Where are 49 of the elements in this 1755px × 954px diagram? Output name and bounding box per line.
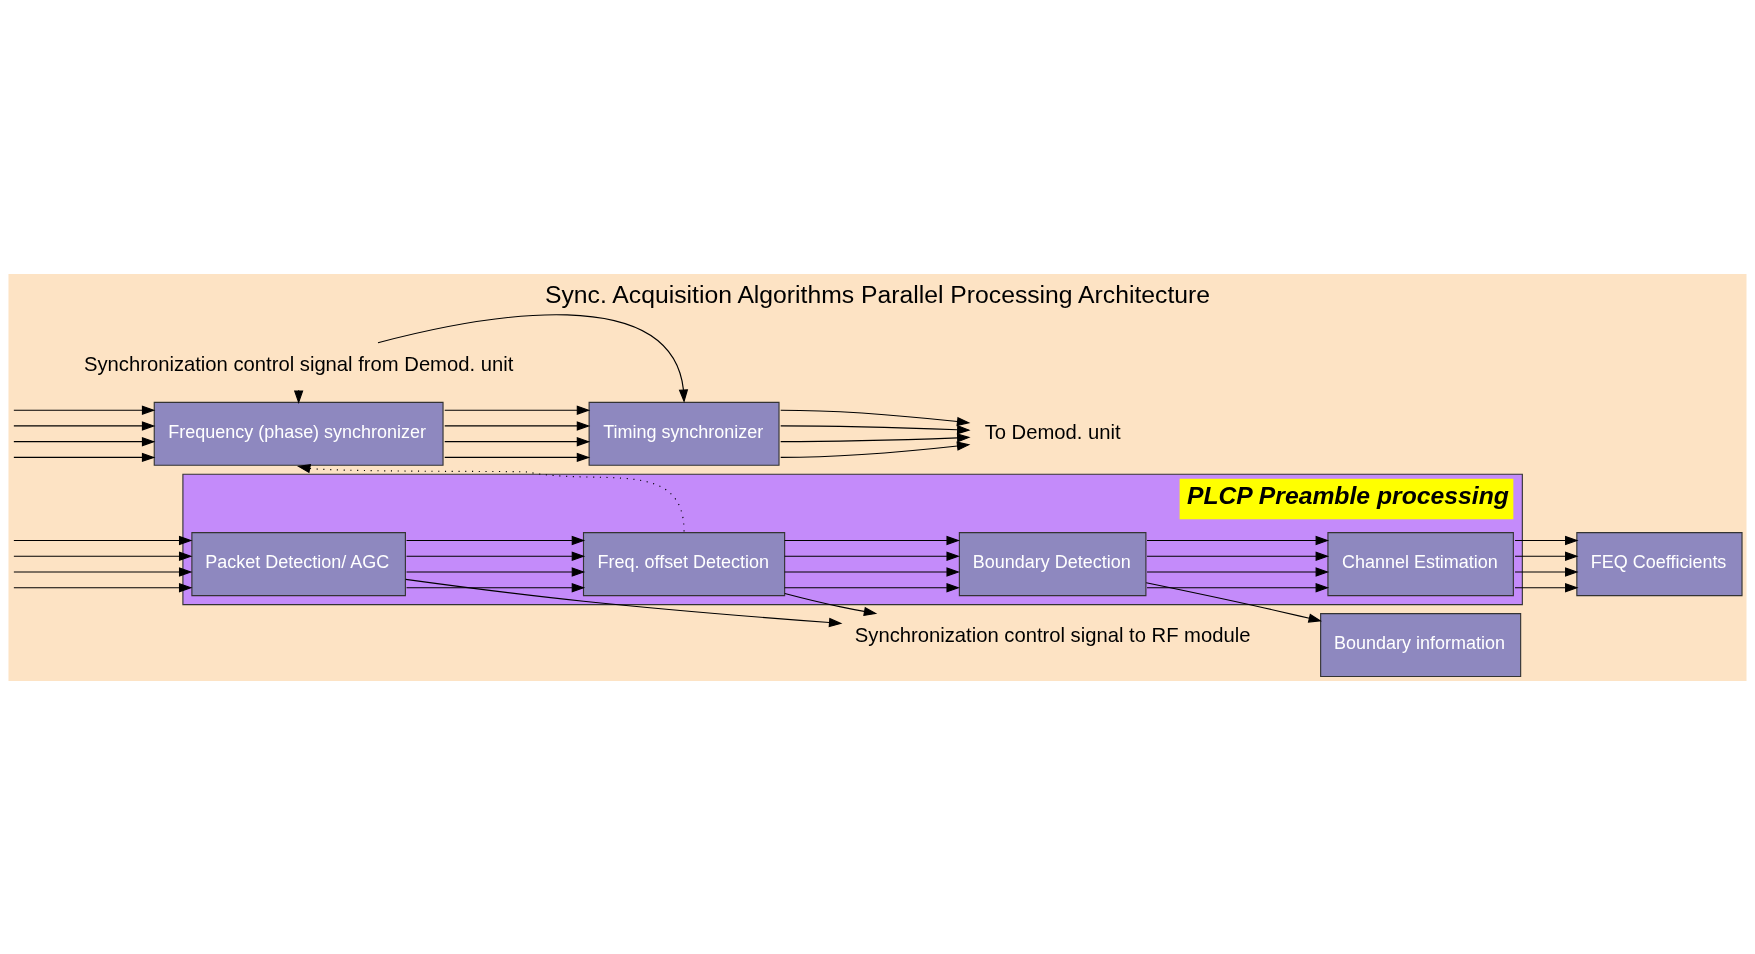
arrow (1146, 535, 1330, 545)
node-box: Channel Estimation (1327, 531, 1514, 596)
arrow (405, 578, 843, 627)
arrow (444, 436, 591, 446)
arrow (1514, 535, 1579, 545)
node-text: Synchronization control signal to RF module (854, 623, 1251, 646)
arrow (784, 551, 960, 561)
arrow (444, 404, 591, 415)
arrow (1514, 551, 1579, 561)
arrow (405, 566, 586, 577)
arrow (13, 551, 193, 561)
arrow (405, 551, 586, 561)
arrow (405, 582, 586, 592)
arrow (13, 420, 156, 431)
arrow (784, 592, 878, 616)
arrow (780, 424, 971, 434)
arrow (784, 582, 960, 592)
arrow (296, 463, 685, 532)
node-box: FEQ Coefficients (1576, 531, 1743, 596)
node-box: Boundary Detection (958, 531, 1147, 596)
arrow (784, 566, 960, 577)
arrow (780, 432, 971, 443)
arrow (13, 566, 193, 577)
arrow (13, 436, 156, 446)
node-box: Timing synchronizer (588, 401, 780, 466)
arrow (444, 452, 591, 462)
arrow (405, 535, 586, 545)
node-box: Frequency (phase) synchronizer (153, 401, 444, 466)
node-box: Freq. offset Detection (582, 531, 786, 596)
arrow (1146, 566, 1330, 577)
arrow (1514, 566, 1579, 577)
arrow (444, 420, 591, 431)
arrow (780, 440, 971, 458)
node-box: Packet Detection/ AGC (191, 531, 406, 596)
arrow (1146, 551, 1330, 561)
diagram-title: Sync. Acquisition Algorithms Parallel Processing Architecture (545, 280, 1210, 308)
arrow (1145, 581, 1322, 623)
arrow (1146, 582, 1330, 592)
node-text: To Demod. unit (984, 420, 1121, 443)
arrow (1514, 582, 1579, 592)
arrow (784, 535, 960, 545)
arrow (780, 409, 971, 426)
arrow (377, 313, 689, 403)
arrow (13, 582, 193, 592)
arrow (13, 452, 156, 462)
arrow (13, 535, 193, 545)
node-text: Synchronization control signal from Demod. unit (83, 352, 514, 375)
arrow (13, 404, 156, 415)
node-box: Boundary information (1320, 612, 1522, 677)
